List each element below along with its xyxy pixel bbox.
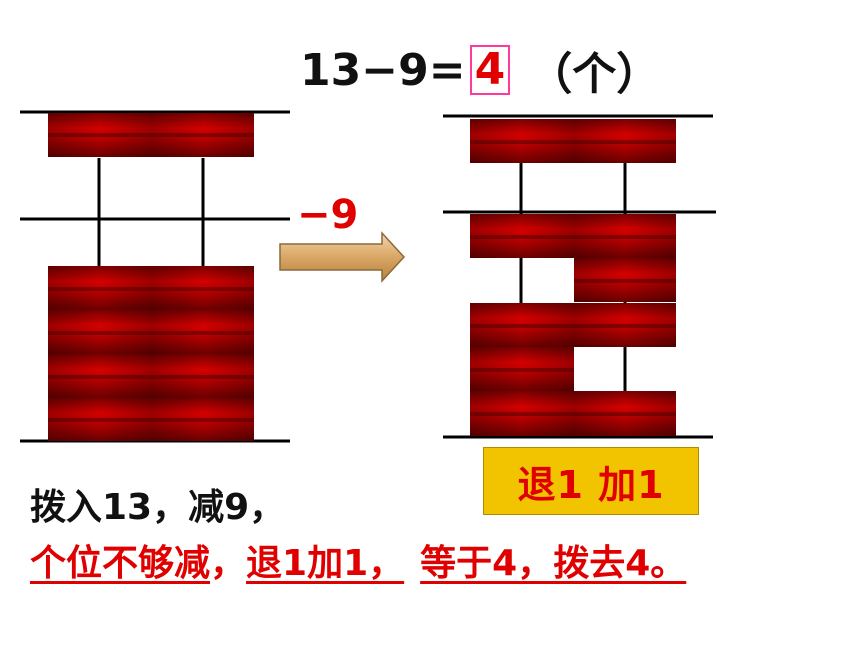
right-arrow-icon [279, 231, 406, 283]
operation-label: −9 [297, 192, 359, 238]
bead [48, 354, 152, 398]
step-part-3: 等于4，拨去4。 [420, 543, 687, 584]
bead [470, 119, 574, 163]
bead [470, 391, 574, 436]
bead [470, 214, 574, 258]
abacus-right [443, 114, 716, 439]
bead [48, 398, 152, 441]
step-line-1: 拨入13，减9， [30, 487, 286, 528]
bead [152, 310, 254, 354]
equation-expression: 13−9= [300, 44, 466, 96]
bead [48, 266, 152, 310]
step-separator: ， [210, 543, 247, 584]
bead [574, 258, 676, 302]
step-line-2: 个位不够减，退1加1， 等于4，拨去4。 [30, 534, 686, 586]
bead [48, 113, 152, 157]
bead [574, 391, 676, 436]
step-part-1: 个位不够减 [30, 543, 211, 584]
equation: 13−9= 4 （个） [300, 40, 661, 101]
bead [48, 310, 152, 354]
bead [574, 119, 676, 163]
step-part-2: 退1加1， [246, 543, 405, 584]
equation-unit: （个） [528, 49, 661, 100]
equation-answer: 4 [469, 45, 511, 95]
bead [152, 354, 254, 398]
abacus-left [20, 110, 290, 443]
bead [152, 398, 254, 441]
bead [574, 214, 676, 258]
bead [152, 266, 254, 310]
bead [470, 347, 574, 391]
borrow-note-box: 退1 加1 [483, 447, 699, 515]
bead [470, 303, 574, 347]
bead [152, 113, 254, 157]
bead [574, 303, 676, 347]
